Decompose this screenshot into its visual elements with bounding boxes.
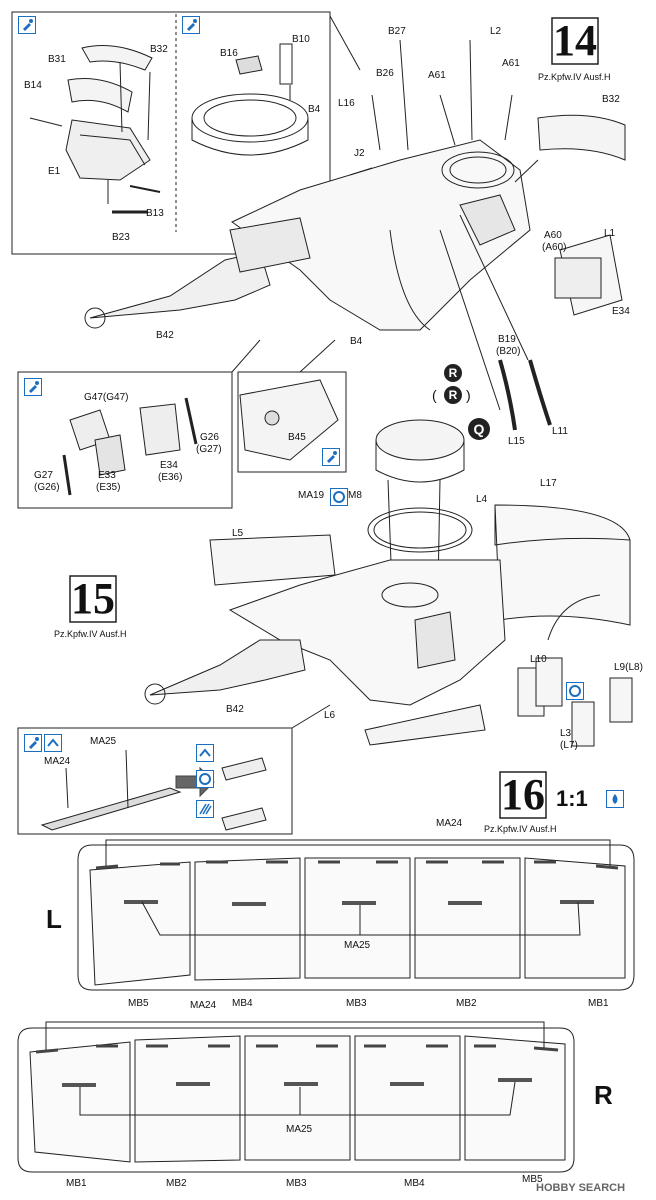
part-label: MA25 bbox=[90, 736, 117, 747]
flip-icon bbox=[566, 682, 584, 700]
part-label: G47(G47) bbox=[84, 392, 129, 403]
step-16-model: Pz.Kpfw.IV Ausf.H bbox=[484, 824, 557, 834]
part-label: B32 bbox=[602, 94, 620, 105]
part-label: E34 bbox=[612, 306, 630, 317]
part-label: MB2 bbox=[166, 1178, 187, 1189]
part-label: A60 bbox=[544, 230, 562, 241]
part-label: B4 bbox=[350, 336, 363, 347]
part-label: L15 bbox=[508, 436, 525, 447]
part-label: MB1 bbox=[588, 998, 609, 1009]
marker-paren-close: ) bbox=[466, 387, 471, 403]
bend-icon bbox=[196, 744, 214, 762]
part-label: B14 bbox=[24, 80, 42, 91]
marker-r: R bbox=[444, 386, 462, 404]
part-label: M8 bbox=[348, 490, 362, 501]
part-label: L6 bbox=[324, 710, 336, 721]
part-label: (B20) bbox=[496, 346, 521, 357]
step-15-model: Pz.Kpfw.IV Ausf.H bbox=[54, 629, 127, 639]
part-label: B42 bbox=[156, 330, 174, 341]
part-label: E1 bbox=[48, 166, 61, 177]
part-label: B19 bbox=[498, 334, 516, 345]
part-label: L3 bbox=[560, 728, 572, 739]
marker-r: R bbox=[444, 364, 462, 382]
part-label: G27 bbox=[34, 470, 53, 481]
part-label: B27 bbox=[388, 26, 406, 37]
watermark: HOBBY SEARCH bbox=[536, 1182, 626, 1194]
part-label: MA25 bbox=[344, 940, 371, 951]
part-label: B45 bbox=[288, 432, 306, 443]
part-label: MB4 bbox=[404, 1178, 425, 1189]
part-label: B16 bbox=[220, 48, 238, 59]
bend-icon bbox=[44, 734, 62, 752]
part-label: L10 bbox=[530, 654, 547, 665]
part-label: MA24 bbox=[190, 1000, 217, 1011]
part-label: G26 bbox=[200, 432, 219, 443]
step-14-model: Pz.Kpfw.IV Ausf.H bbox=[538, 72, 611, 82]
part-label: L4 bbox=[476, 494, 488, 505]
part-label: L16 bbox=[338, 98, 355, 109]
hatch-icon bbox=[196, 800, 214, 818]
glue-icon bbox=[182, 16, 200, 34]
part-label: B31 bbox=[48, 54, 66, 65]
part-label: MA19 bbox=[298, 490, 325, 501]
part-label: MA24 bbox=[44, 756, 71, 767]
part-label: L2 bbox=[490, 26, 502, 37]
part-label: L11 bbox=[552, 426, 568, 437]
part-label: (E36) bbox=[158, 472, 183, 483]
part-label: MA25 bbox=[286, 1124, 313, 1135]
part-label: MB2 bbox=[456, 998, 477, 1009]
part-label: E33 bbox=[98, 470, 116, 481]
step-14-number: 14 bbox=[553, 16, 597, 65]
part-label: L9(L8) bbox=[614, 662, 643, 673]
part-label: MA24 bbox=[436, 818, 463, 829]
flip-icon bbox=[196, 770, 214, 788]
glue-icon bbox=[24, 378, 42, 396]
part-label: A61 bbox=[428, 70, 446, 81]
glue-icon bbox=[18, 16, 36, 34]
part-label: MB5 bbox=[522, 1174, 543, 1185]
part-label: B13 bbox=[146, 208, 164, 219]
part-label: B42 bbox=[226, 704, 244, 715]
part-label: (G27) bbox=[196, 444, 222, 455]
part-label: L17 bbox=[540, 478, 557, 489]
part-label: MB4 bbox=[232, 998, 253, 1009]
part-label: MB5 bbox=[128, 998, 149, 1009]
part-label: A61 bbox=[502, 58, 520, 69]
part-label: MB1 bbox=[66, 1178, 87, 1189]
part-label: (G26) bbox=[34, 482, 60, 493]
step-16-number: 16 bbox=[501, 770, 545, 819]
part-label: MB3 bbox=[286, 1178, 307, 1189]
step-15-number: 15 bbox=[71, 574, 115, 623]
part-label: B26 bbox=[376, 68, 394, 79]
glue-icon bbox=[322, 448, 340, 466]
side-right-label: R bbox=[594, 1080, 613, 1110]
part-label: B23 bbox=[112, 232, 130, 243]
part-label: L1 bbox=[604, 228, 616, 239]
part-label: MB3 bbox=[346, 998, 367, 1009]
marker-paren-open: ( bbox=[432, 387, 437, 403]
part-label: (L7) bbox=[560, 740, 578, 751]
part-label: (A60) bbox=[542, 242, 567, 253]
marker-q: Q bbox=[468, 418, 490, 440]
step-16-scale: 1:1 bbox=[556, 786, 588, 811]
part-label: J2 bbox=[354, 148, 365, 159]
part-label: L5 bbox=[232, 528, 244, 539]
part-label: E34 bbox=[160, 460, 178, 471]
glue-icon bbox=[24, 734, 42, 752]
side-left-label: L bbox=[46, 904, 62, 934]
drop-icon bbox=[606, 790, 624, 808]
part-label: (E35) bbox=[96, 482, 121, 493]
part-label: B10 bbox=[292, 34, 310, 45]
part-label: B4 bbox=[308, 104, 321, 115]
part-label: B32 bbox=[150, 44, 168, 55]
flip-icon bbox=[330, 488, 348, 506]
